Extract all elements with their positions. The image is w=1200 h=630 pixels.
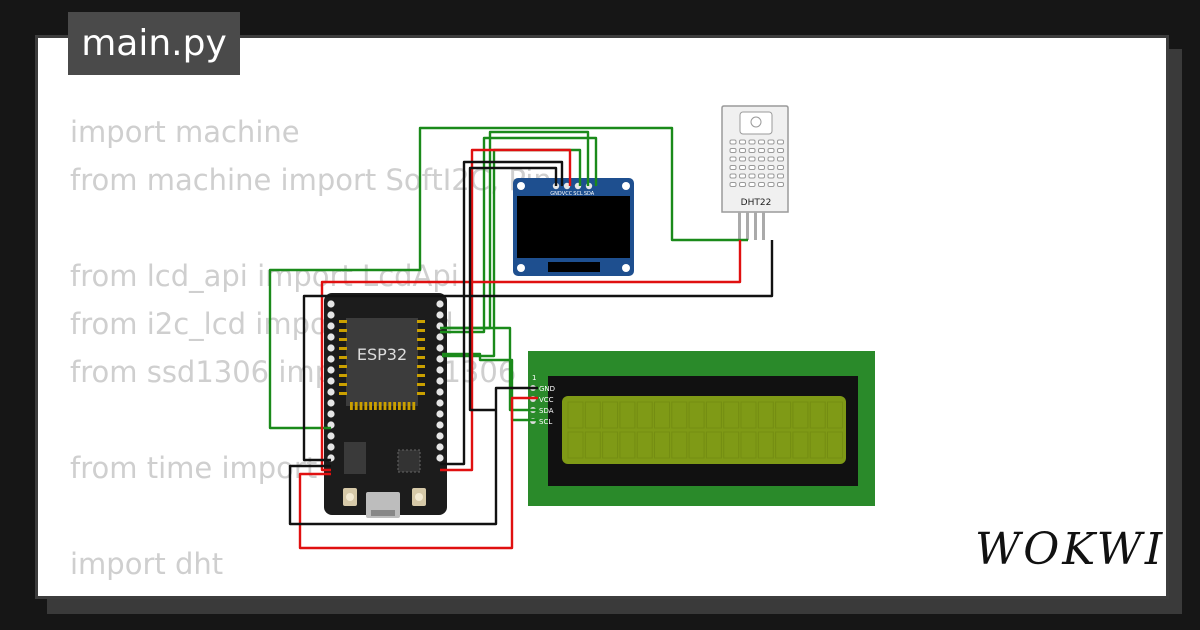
esp32-pin-left[interactable] — [327, 366, 335, 374]
wires[interactable] — [268, 126, 774, 550]
esp32-pin-right[interactable] — [436, 399, 444, 407]
esp32-pin-left[interactable] — [327, 322, 335, 330]
lcd-16x2[interactable]: 1 GND VCC SDA SCL — [528, 351, 875, 506]
esp32-pin-left[interactable] — [327, 344, 335, 352]
esp32-board[interactable]: ESP32 — [324, 293, 447, 518]
esp32-pin-left[interactable] — [327, 388, 335, 396]
dht22-sensor[interactable]: DHT22 — [721, 105, 789, 240]
esp32-pin-right[interactable] — [436, 443, 444, 451]
wire-green-oled-right — [440, 130, 590, 330]
esp32-pin-right[interactable] — [436, 388, 444, 396]
esp32-pin-right[interactable] — [436, 454, 444, 462]
esp32-pin-left[interactable] — [327, 333, 335, 341]
esp32-pin-left[interactable] — [327, 311, 335, 319]
code-line: import dht — [70, 547, 224, 581]
lcd-pin-label: VCC — [539, 396, 554, 404]
file-tab[interactable]: main.py — [68, 12, 240, 75]
esp32-pin-right[interactable] — [436, 300, 444, 308]
esp32-pin-right[interactable] — [436, 311, 444, 319]
esp32-pin-left[interactable] — [327, 410, 335, 418]
wire-green-lcd-sda — [446, 326, 538, 412]
lcd-pin-label: GND — [539, 385, 555, 393]
esp32-pin-left[interactable] — [327, 432, 335, 440]
wire-black-oled-gnd-2 — [468, 166, 558, 412]
esp32-pin-right[interactable] — [436, 410, 444, 418]
wire-red-dht-vcc — [320, 240, 742, 472]
wire-red-lcd-vcc — [298, 396, 538, 550]
esp32-pin-right[interactable] — [436, 344, 444, 352]
esp32-pin-left[interactable] — [327, 355, 335, 363]
esp32-pin-right[interactable] — [436, 333, 444, 341]
oled-pin-label: SCL — [573, 191, 583, 197]
oled-pin-label: SDA — [584, 191, 595, 197]
wokwi-logo[interactable]: WOKWI — [975, 524, 1166, 575]
lcd-pin-label: SDA — [539, 407, 554, 415]
code-line: from lcd_api import LcdApi — [70, 259, 459, 293]
oled-pin-vcc[interactable] — [563, 182, 571, 190]
wire-green-dht-data — [268, 126, 748, 430]
esp32-pin-left[interactable] — [327, 300, 335, 308]
esp32-pin-right[interactable] — [436, 377, 444, 385]
esp32-pin-left[interactable] — [327, 377, 335, 385]
wire-black-oled-gnd — [440, 160, 564, 466]
esp32-pin-right[interactable] — [436, 432, 444, 440]
code-line: import machine — [70, 115, 300, 149]
dht22-label: DHT22 — [741, 198, 772, 208]
oled-pin-label: VCC — [562, 191, 573, 197]
lcd-pin-label: SCL — [539, 418, 552, 426]
wire-green-lcd-scl — [442, 352, 538, 422]
esp32-pin-right[interactable] — [436, 355, 444, 363]
wire-black-lcd-gnd — [288, 386, 538, 526]
lcd-pin1-label: 1 — [532, 374, 536, 382]
esp32-chip-label: ESP32 — [357, 345, 407, 364]
esp32-pin-right[interactable] — [436, 421, 444, 429]
wire-red-oled-vcc — [440, 148, 572, 472]
wire-black-dht-gnd — [302, 240, 774, 462]
esp32-pin-right[interactable] — [436, 366, 444, 374]
oled-pin-label: GND — [550, 191, 562, 197]
esp32-pin-left[interactable] — [327, 443, 335, 451]
code-line: sensor = dht.DHT22(Pin(14)) — [70, 588, 578, 596]
esp32-pin-left[interactable] — [327, 399, 335, 407]
